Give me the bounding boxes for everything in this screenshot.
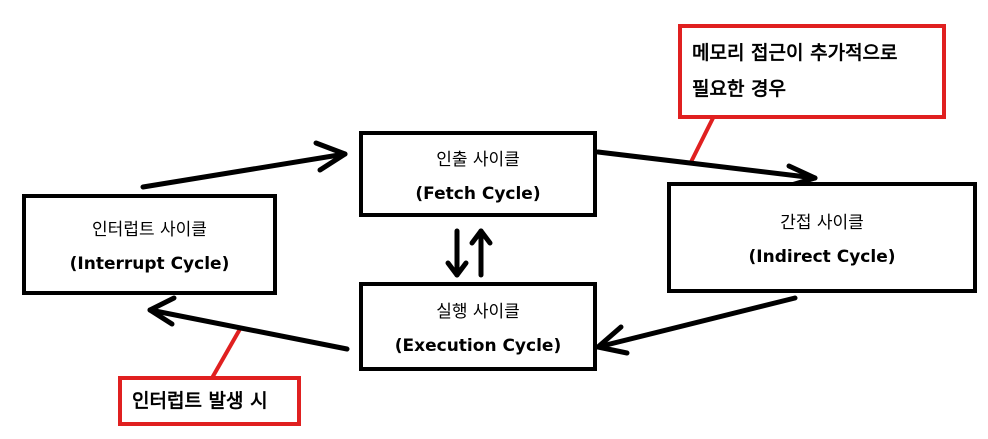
interrupt-cycle-box: 인터럽트 사이클 (Interrupt Cycle) <box>22 194 277 295</box>
arrow-fetch-to-indirect <box>595 149 818 189</box>
arrow-execution-to-fetch <box>469 228 493 278</box>
execution-cycle-box: 실행 사이클 (Execution Cycle) <box>359 282 597 371</box>
arrow-interrupt-to-fetch <box>140 140 348 190</box>
indirect-cycle-korean-label: 간접 사이클 <box>780 213 864 233</box>
execution-cycle-korean-label: 실행 사이클 <box>436 302 520 322</box>
interrupt-note-leader <box>210 328 242 379</box>
indirect-cycle-english-label: (Indirect Cycle) <box>748 247 896 267</box>
indirect-condition-line1: 메모리 접근이 추가적으로 <box>692 42 898 64</box>
arrow-indirect-to-execution <box>595 295 798 356</box>
interrupt-cycle-korean-label: 인터럽트 사이클 <box>92 220 207 240</box>
interrupt-condition-note: 인터럽트 발생 시 <box>118 376 301 426</box>
indirect-cycle-box: 간접 사이클 (Indirect Cycle) <box>667 182 977 293</box>
arrow-fetch-to-execution <box>445 228 469 278</box>
arrow-execution-to-interrupt <box>147 295 350 352</box>
indirect-condition-note: 메모리 접근이 추가적으로 필요한 경우 <box>678 24 946 119</box>
interrupt-condition-text: 인터럽트 발생 시 <box>132 390 268 412</box>
fetch-cycle-english-label: (Fetch Cycle) <box>415 183 541 204</box>
fetch-cycle-korean-label: 인출 사이클 <box>436 149 520 170</box>
fetch-cycle-box: 인출 사이클 (Fetch Cycle) <box>359 131 597 217</box>
indirect-note-leader <box>689 117 715 163</box>
interrupt-cycle-english-label: (Interrupt Cycle) <box>69 254 230 274</box>
execution-cycle-english-label: (Execution Cycle) <box>394 336 562 356</box>
indirect-condition-line2: 필요한 경우 <box>692 78 787 100</box>
